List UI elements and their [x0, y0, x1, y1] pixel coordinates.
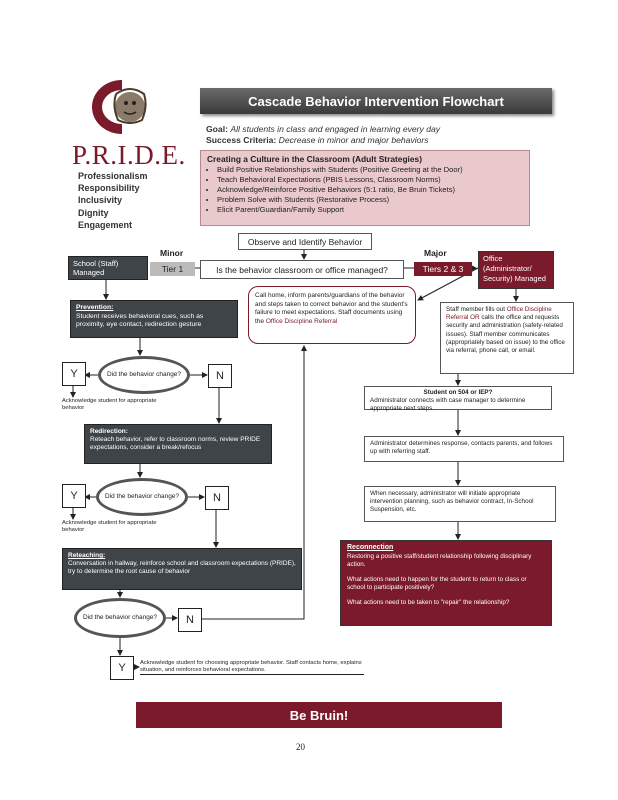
admin-response-box: Administrator determines response, conta…: [364, 436, 564, 462]
page-number: 20: [296, 742, 305, 752]
redirection-box: Redirection: Reteach behavior, refer to …: [84, 424, 272, 464]
no-box-2: N: [205, 486, 229, 510]
yes-box-1: Y: [62, 362, 86, 386]
decision-oval-2: Did the behavior change?: [96, 478, 188, 516]
culture-item: Elicit Parent/Guardian/Family Support: [217, 205, 523, 215]
reteaching-heading: Reteaching:: [68, 552, 106, 559]
pride-value: Engagement: [78, 219, 133, 230]
staff-referral-link: Office Discipline Referral OR: [446, 306, 552, 322]
yes-box-2: Y: [62, 484, 86, 508]
success-text: Decrease in minor and major behaviors: [278, 135, 429, 145]
no-box-1: N: [208, 364, 232, 388]
staff-referral-box: Staff member fills out Office Discipline…: [440, 302, 574, 374]
pride-value: Professionalism: [78, 171, 148, 181]
tier1-tag: Tier 1: [150, 262, 195, 276]
pride-value: Inclusivity: [78, 195, 123, 206]
school-managed-box: School (Staff) Managed: [68, 256, 148, 280]
student-504-text: Administrator connects with case manager…: [370, 397, 526, 412]
reconnection-heading: Reconnection: [347, 544, 394, 551]
no-box-3: N: [178, 608, 202, 632]
culture-heading: Creating a Culture in the Classroom (Adu…: [207, 154, 422, 164]
yes-box-3: Y: [110, 656, 134, 680]
staff-referral-post: calls the office and requests security a…: [446, 314, 565, 355]
major-label: Major: [424, 248, 447, 258]
reteaching-text: Conversation in hallway, reinforce schoo…: [68, 560, 296, 576]
pride-values-list: Professionalism Responsibility Inclusivi…: [78, 170, 148, 231]
school-logo: [91, 80, 147, 134]
reconnection-line: What actions need to be taken to "repair…: [347, 598, 510, 606]
office-managed-box: Office (Administrator/ Security) Managed: [478, 251, 554, 289]
reconnection-line: Restoring a positive staff/student relat…: [347, 552, 532, 569]
success-label: Success Criteria:: [206, 135, 277, 145]
ack-text-1: Acknowledge student for appropriate beha…: [62, 398, 157, 411]
observe-box: Observe and Identify Behavior: [238, 233, 372, 250]
culture-item: Problem Solve with Students (Restorative…: [217, 195, 523, 205]
call-home-text: Call home, inform parents/guardians of t…: [255, 292, 408, 325]
culture-item: Teach Behavioral Expectations (PBIS Less…: [217, 175, 523, 185]
tier23-tag: Tiers 2 & 3: [414, 262, 472, 276]
student-504-box: Student on 504 or IEP? Administrator con…: [364, 386, 552, 412]
redirection-heading: Redirection:: [90, 428, 128, 435]
prevention-box: Prevention: Student receives behavioral …: [70, 300, 238, 338]
student-504-heading: Student on 504 or IEP?: [423, 389, 493, 396]
staff-referral-pre: Staff member fills out: [446, 306, 506, 313]
goal-label: Goal:: [206, 124, 228, 134]
goal-text: All students in class and engaged in lea…: [230, 124, 441, 134]
redirection-text: Reteach behavior, refer to classroom nor…: [90, 436, 261, 452]
intervention-planning-box: When necessary, administrator will initi…: [364, 486, 556, 522]
minor-label: Minor: [160, 248, 184, 258]
culture-item: Acknowledge/Reinforce Positive Behaviors…: [217, 185, 523, 195]
managed-question: Is the behavior classroom or office mana…: [200, 260, 404, 279]
ack-text-2: Acknowledge student for appropriate beha…: [62, 520, 157, 533]
prevention-text: Student receives behavioral cues, such a…: [76, 312, 204, 329]
pride-wordmark: P.R.I.D.E.: [72, 140, 186, 170]
reconnection-box: Reconnection Restoring a positive staff/…: [340, 540, 552, 626]
be-bruin-banner: Be Bruin!: [136, 702, 502, 728]
pride-value: Responsibility: [78, 183, 140, 194]
reteaching-box: Reteaching: Conversation in hallway, rei…: [62, 548, 302, 590]
culture-box: Creating a Culture in the Classroom (Adu…: [200, 150, 530, 226]
culture-item: Build Positive Relationships with Studen…: [217, 165, 523, 175]
reconnection-line: What actions need to happen for the stud…: [347, 575, 527, 592]
pride-value: Dignity: [78, 207, 109, 218]
call-home-box: Call home, inform parents/guardians of t…: [248, 286, 416, 344]
decision-oval-3: Did the behavior change?: [74, 598, 166, 638]
goal-block: Goal: All students in class and engaged …: [206, 124, 440, 146]
decision-oval-1: Did the behavior change?: [98, 356, 190, 394]
ack-text-3: Acknowledge student for choosing appropr…: [140, 660, 364, 675]
referral-link: Office Discipline Referral: [265, 317, 338, 325]
prevention-heading: Prevention:: [76, 304, 114, 311]
page-title: Cascade Behavior Intervention Flowchart: [200, 88, 552, 114]
